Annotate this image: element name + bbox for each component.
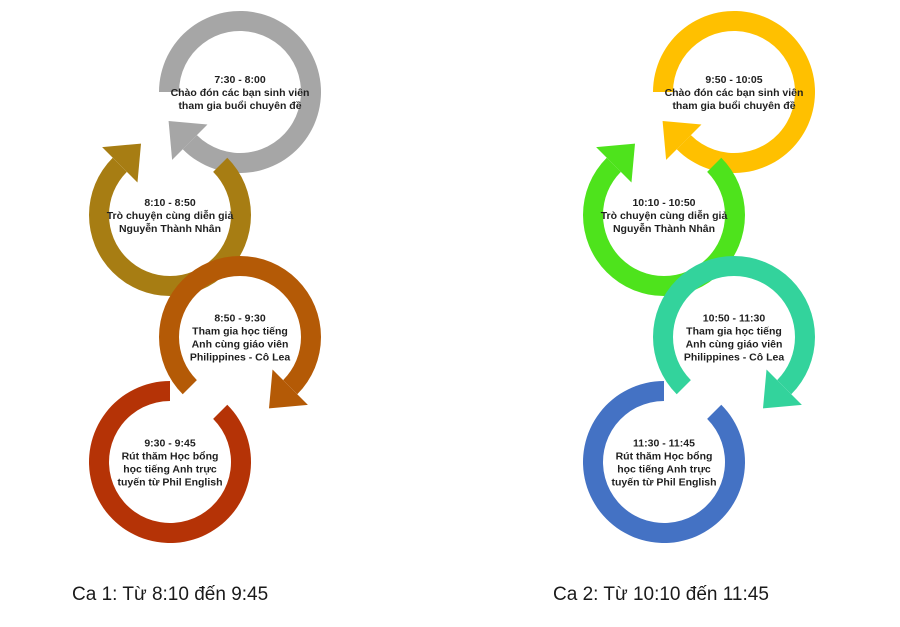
step-description-line: Chào đón các bạn sinh viên [665,87,804,99]
step-description-line: Rút thăm Học bổng [122,451,219,463]
step-description-line: Tham gia học tiếng [192,326,288,338]
step-description-line: Anh cùng giáo viên [686,339,783,351]
session-1-step-2-arrow-head [102,143,142,183]
step-time: 11:30 - 11:45 [633,438,695,450]
step-description-line: học tiếng Anh trực [123,464,217,476]
session-2-step-3-arrow-head [762,369,802,409]
step-description-line: Philippines - Cô Lea [190,352,291,364]
session-1-step-3-arc [159,255,322,395]
step-time: 8:50 - 9:30 [214,313,266,325]
step-description-line: Trò chuyện cùng diễn giả [107,209,234,222]
session-1-step-1-arrow-head [168,120,208,160]
step-description-line: Tham gia học tiếng [686,326,782,338]
step-time: 9:30 - 9:45 [144,438,196,450]
session-2-caption: Ca 2: Từ 10:10 đến 11:45 [553,584,769,605]
step-description-line: tham gia buổi chuyên đề [672,100,795,112]
step-description-line: tham gia buổi chuyên đề [178,100,301,112]
step-time: 7:30 - 8:00 [214,74,266,86]
step-time: 9:50 - 10:05 [705,74,762,86]
session-1-step-2-arc [89,157,251,297]
step-description-line: Nguyễn Thành Nhân [119,222,221,235]
session-2-step-2-arc [583,157,745,297]
session-1-step-3-arrow-head [268,369,308,409]
session-1-caption: Ca 1: Từ 8:10 đến 9:45 [72,584,269,605]
step-description-line: Anh cùng giáo viên [192,339,289,351]
step-description-line: Chào đón các bạn sinh viên [171,87,310,99]
step-description-line: Trò chuyện cùng diễn giả [601,209,728,222]
step-description-line: tuyến từ Phil English [611,477,716,489]
step-time: 10:10 - 10:50 [632,197,695,209]
step-description-line: Philippines - Cô Lea [684,352,785,364]
session-2-step-1-arrow-head [662,120,702,160]
session-2-step-2-arrow-head [596,143,636,183]
step-description-line: tuyến từ Phil English [117,477,222,489]
step-time: 10:50 - 11:30 [703,313,766,325]
step-time: 8:10 - 8:50 [144,197,196,209]
step-description-line: học tiếng Anh trực [617,464,711,476]
session-2-step-3-arc [653,255,815,395]
step-description-line: Nguyễn Thành Nhân [613,222,715,235]
step-description-line: Rút thăm Học bổng [616,451,713,463]
